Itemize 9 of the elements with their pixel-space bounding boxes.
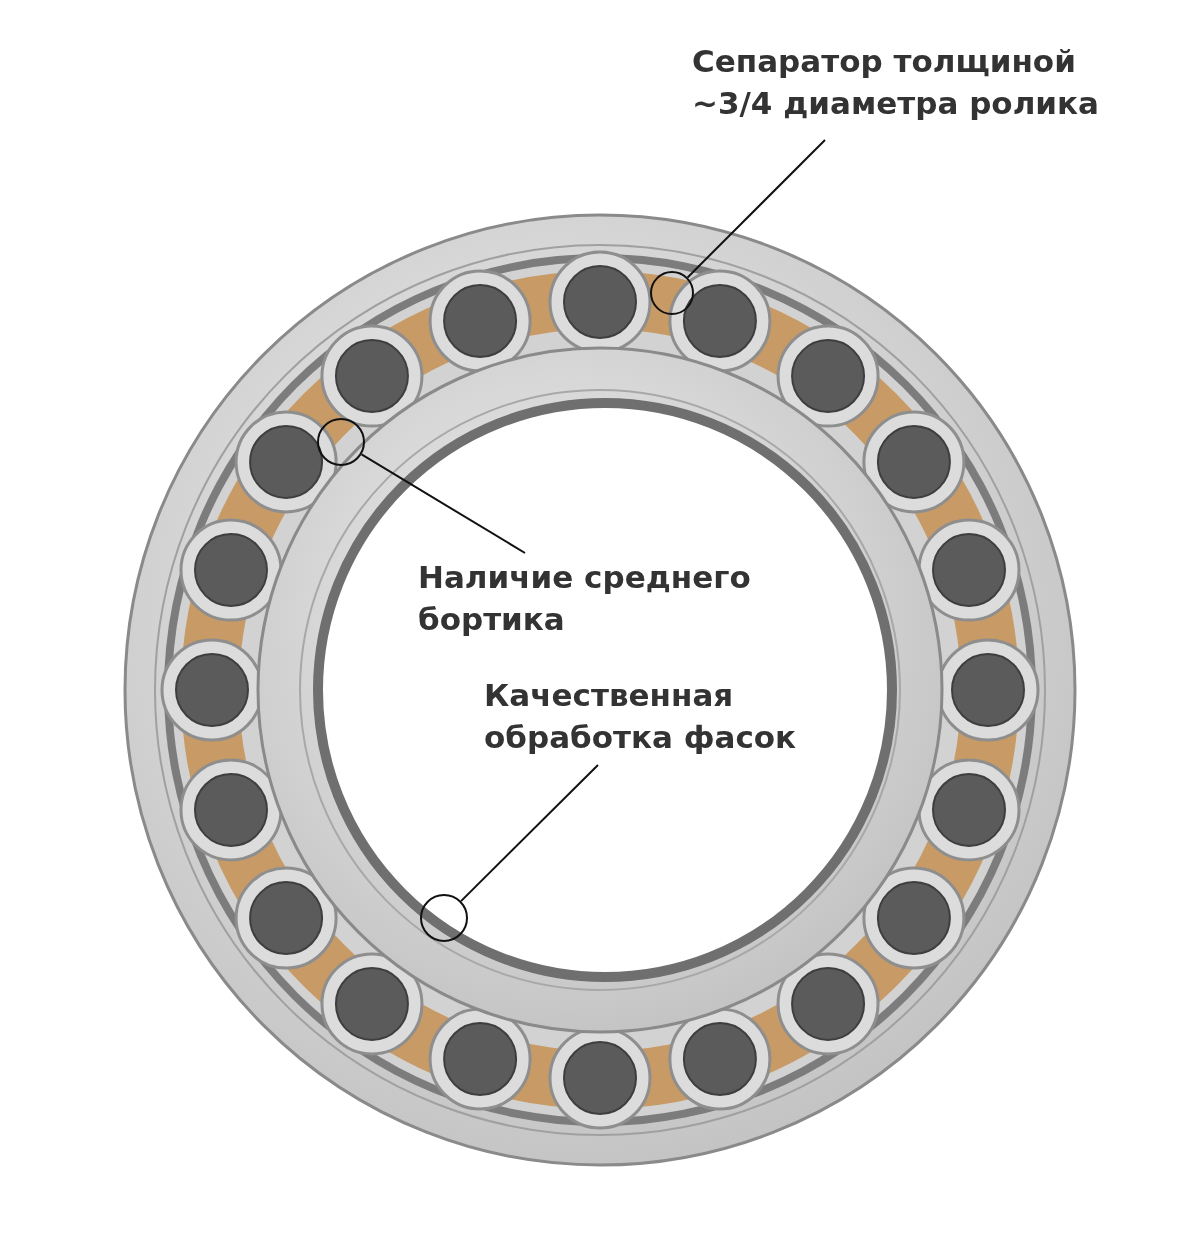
highlight-circle — [650, 271, 694, 315]
leader-line — [686, 139, 826, 279]
highlight-circle — [420, 894, 468, 942]
callout-text: Наличие среднего бортика — [418, 556, 818, 640]
callout-text: Сепаратор толщиной ~3/4 диаметра ролика — [692, 40, 1132, 124]
callout-text: Качественная обработка фасок — [484, 674, 884, 758]
leader-line — [360, 453, 526, 554]
leader-line — [460, 764, 599, 903]
highlight-circle — [317, 418, 365, 466]
